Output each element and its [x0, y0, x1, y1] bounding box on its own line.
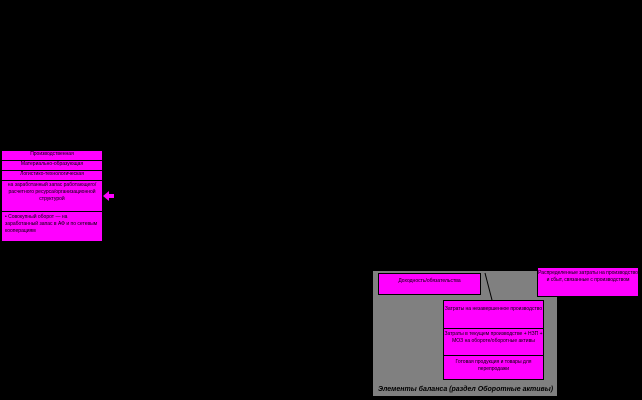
panel-box-finished-goods: Готовая продукция и товары для перепрода…: [443, 355, 544, 380]
arrow-left-icon: [103, 191, 114, 201]
left-box-resource: на заработанный запас работающего/расчет…: [1, 180, 103, 212]
panel-caption: Элементы баланса (раздел Оборотные актив…: [378, 386, 554, 393]
panel-top-box: Доходность/обязательства: [378, 273, 481, 295]
left-block-stack: Производственная Материально-образующая …: [1, 150, 103, 242]
left-box-turnover: • Совокупный оборот — на заработанный за…: [1, 211, 103, 242]
right-note-box: Распределенные затраты на производство и…: [537, 267, 639, 297]
panel-box-wip: Затраты на незавершенное производство: [443, 300, 544, 329]
panel-box-current-costs: Затраты в текущем производстве + НЗП + М…: [443, 328, 544, 356]
